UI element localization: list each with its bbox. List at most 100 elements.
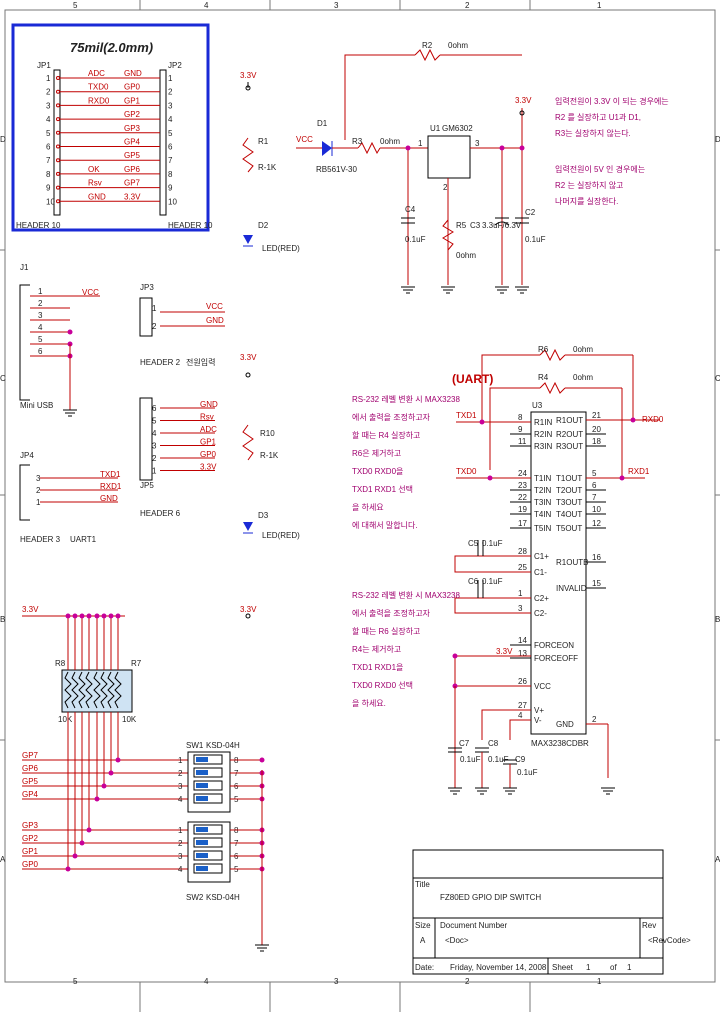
jp1-pin: 4	[46, 115, 51, 124]
jp4-ref: JP4	[20, 451, 34, 460]
border-col-label: 5	[73, 977, 78, 986]
u3-pin-number: 26	[518, 677, 527, 686]
sw2-toggle[interactable]	[193, 850, 223, 861]
c5-capacitor-icon	[477, 540, 484, 556]
jp2-ref: JP2	[168, 61, 182, 70]
border-col-label: 5	[73, 1, 78, 10]
jp2-signal: GP1	[124, 96, 141, 105]
jp2-signal: GP5	[124, 151, 141, 160]
u3-pin-number: 28	[518, 547, 527, 556]
power-led-d3: 3.3V R10 R-1K D3 LED(RED) 3.3V	[240, 353, 300, 619]
sw2-pin: 2	[178, 839, 183, 848]
d3-ref: D3	[258, 511, 269, 520]
sw1-toggle[interactable]	[193, 780, 223, 791]
u3-pin-number: 21	[592, 411, 601, 420]
ground-icon	[475, 787, 489, 795]
u3-pin-number: 8	[518, 413, 523, 422]
sw2-pin: 3	[178, 852, 183, 861]
u3-pin-number: 1	[518, 589, 523, 598]
jp1-pin: 8	[46, 170, 51, 179]
r3-label: R3	[352, 137, 363, 146]
regulator-section: R2 0ohm VCC D1 RB561V-30 R3 0ohm U1 GM63…	[296, 41, 669, 294]
border-col-label: 2	[465, 1, 470, 10]
c8-value: 0.1uF	[488, 755, 509, 764]
note-uart-2: RS-232 레벨 변환 시 MAX3238 에서 출력을 조정하고자 할 때는…	[352, 590, 460, 708]
gpio-label: GP2	[22, 834, 39, 843]
u3-body	[530, 411, 587, 735]
sw1-pin: 3	[178, 782, 183, 791]
ground-icon	[515, 286, 529, 294]
u3-pin-name: T2IN	[534, 486, 552, 495]
border-col-label: 4	[204, 1, 209, 10]
sw2-toggle[interactable]	[193, 824, 223, 835]
vcc-label: VCC	[296, 135, 313, 144]
note-text: 나머지를 실장한다.	[555, 196, 618, 206]
j1-pin: 3	[38, 311, 43, 320]
max3238-section: (UART) R6 0ohm R4 0ohm U3 MAX3238CDBR 8R…	[352, 345, 664, 795]
jp5-pin: 5	[152, 417, 157, 426]
jp3-signal: GND	[206, 316, 224, 325]
u3-pin-number: 19	[518, 505, 527, 514]
gpio-label: GP7	[22, 751, 39, 760]
sw1-toggle[interactable]	[193, 754, 223, 765]
sw1-ref: SW1	[186, 741, 204, 750]
of-label: of	[610, 963, 617, 972]
border-row-label: A	[715, 855, 720, 864]
u3-ref: U3	[532, 401, 543, 410]
sw2-toggle[interactable]	[193, 863, 223, 874]
jp4-pin: 1	[36, 498, 41, 507]
u3-pin-name: R3IN	[534, 442, 552, 451]
u3-pin-name: INVALID	[556, 584, 587, 593]
jp5-pin: 6	[152, 404, 157, 413]
u3-pin-number: 20	[592, 425, 601, 434]
sw1-pin: 1	[178, 756, 183, 765]
docnum-value: <Doc>	[445, 936, 469, 945]
net-rxd1: RXD1	[628, 467, 650, 476]
jp5-body	[139, 397, 153, 481]
note-text: 입력전원이 3.3V 이 되는 경우에는	[555, 96, 669, 106]
jp4-signal: RXD1	[100, 482, 122, 491]
rn-ref-left: R8	[55, 659, 66, 668]
j1-vcc-label: VCC	[82, 288, 99, 297]
note-text: TXD1 RXD1 선택	[352, 484, 413, 494]
sw2-ref: SW2	[186, 893, 204, 902]
note-text: R4는 제거하고	[352, 644, 401, 654]
jp4-pin: 2	[36, 486, 41, 495]
jp2-pin: 9	[168, 184, 173, 193]
border-row-label: D	[715, 135, 720, 144]
jp2-pin: 7	[168, 156, 173, 165]
u3-pin-name: V-	[534, 716, 542, 725]
note-power-1: 입력전원이 3.3V 이 되는 경우에는 R2 를 실장하고 U1과 D1, R…	[555, 96, 669, 206]
jp4-signal: GND	[100, 494, 118, 503]
jp1-pin: 6	[46, 143, 51, 152]
sheet-label: Sheet	[552, 963, 574, 972]
u3-pin-name: R1OUTB	[556, 558, 588, 567]
jp3-part: HEADER 2	[140, 358, 181, 367]
jp1-signal: GND	[88, 192, 106, 201]
c3-capacitor-icon	[494, 217, 510, 226]
jp1-signal: Rsv	[88, 179, 102, 188]
jp1-part: HEADER 10	[16, 221, 61, 230]
note-text: TXD0 RXD0 선택	[352, 680, 413, 690]
u3-pin-name: T3OUT	[556, 498, 582, 507]
sw1-toggle[interactable]	[193, 767, 223, 778]
sw2-toggle[interactable]	[193, 837, 223, 848]
sw1-toggle[interactable]	[193, 793, 223, 804]
jp1-pin: 1	[46, 74, 51, 83]
d2-ref: D2	[258, 221, 269, 230]
d3-led-icon	[243, 522, 253, 531]
j1-pin: 6	[38, 347, 43, 356]
ground-icon	[401, 286, 415, 294]
sw2-body	[187, 821, 231, 883]
c7-ref: C7	[459, 739, 470, 748]
u3-pin-number: 22	[518, 493, 527, 502]
size-value: A	[420, 936, 426, 945]
border-col-label: 2	[465, 977, 470, 986]
border-col-label: 3	[334, 977, 339, 986]
u3-pin-name: R1IN	[534, 418, 552, 427]
u3-pin-number: 24	[518, 469, 527, 478]
c9-value: 0.1uF	[517, 768, 538, 777]
d1-ref: D1	[317, 119, 328, 128]
